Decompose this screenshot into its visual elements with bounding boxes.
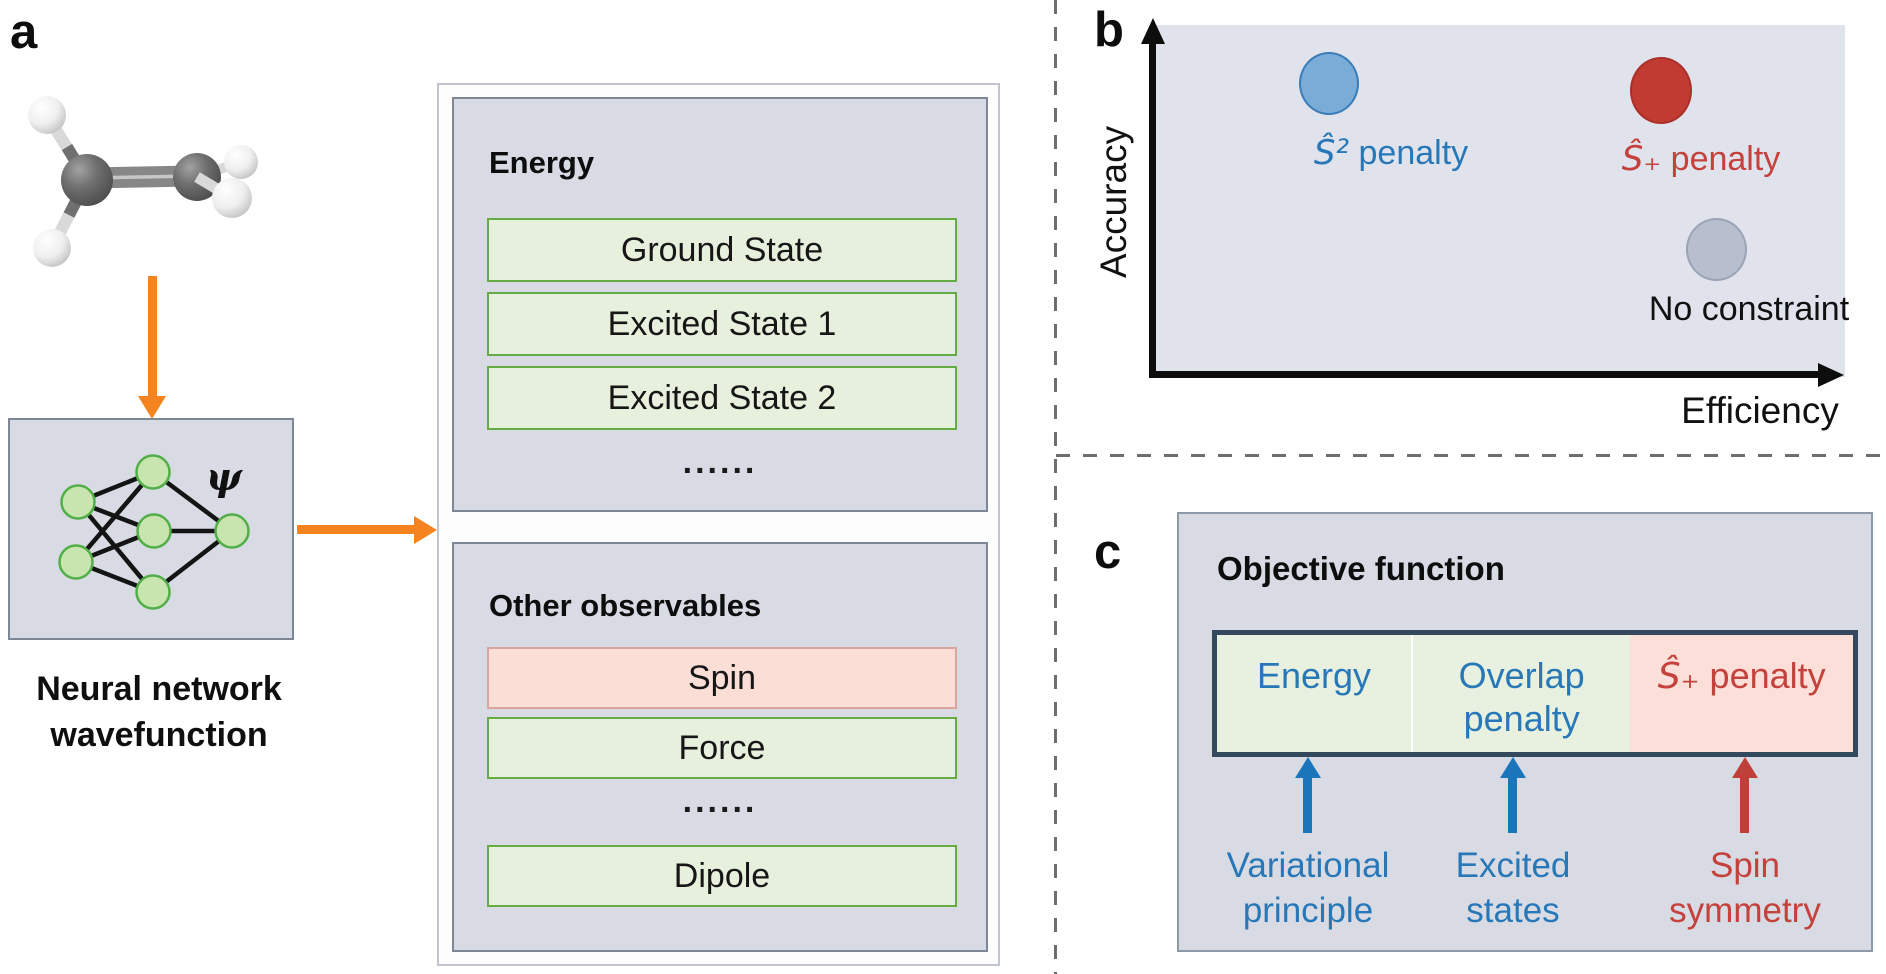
observables-row-spin: Spin [487,647,957,709]
observables-box-title: Other observables [489,588,762,623]
molecule-icon [28,96,258,267]
energy-box: Energy Ground State Excited State 1 Exci… [452,97,988,512]
nn-caption-line2: wavefunction [50,716,268,754]
arrow-down-icon [148,276,157,398]
observables-row-dipole: Dipole [487,845,957,907]
observables-box: Other observables Spin Force ...... Dipo… [452,542,988,952]
bar-segment-energy: Energy [1217,635,1411,752]
excited-arrow-icon [1500,757,1526,778]
scatter-plot-area [1152,25,1845,377]
x-axis-label: Efficiency [1681,390,1839,431]
observables-row-force: Force [487,717,957,779]
bar-segment-overlap-penalty: Overlap penalty [1410,635,1631,752]
energy-box-title: Energy [489,145,595,180]
energy-ellipsis: ...... [682,443,758,481]
spin-symmetry-note: Spin symmetry [1669,846,1821,930]
x-axis [1149,371,1819,378]
energy-row-ground-state: Ground State [487,218,957,282]
variational-arrow-icon [1295,757,1321,778]
data-point-s2-penalty [1299,52,1359,115]
neural-network-box: ψ [8,418,294,640]
objective-function-title: Objective function [1217,550,1505,587]
splus-symbol-bar: Ŝ₊ [1657,656,1700,697]
neural-network-icon [58,454,250,610]
arrow-right-head-icon [414,516,437,544]
s2-symbol: Ŝ² [1313,133,1350,173]
variational-principle-note: Variational principle [1226,846,1390,930]
excited-states-note: Excited states [1455,846,1571,930]
energy-row-excited-1: Excited State 1 [487,292,957,356]
spin-arrow-stem [1740,777,1749,833]
x-axis-arrow-icon [1818,363,1844,387]
variational-arrow-stem [1303,777,1312,833]
energy-row-excited-2: Excited State 2 [487,366,957,430]
y-axis-arrow-icon [1141,18,1165,44]
spin-arrow-icon [1732,757,1758,778]
data-point-no-constraint [1686,218,1747,281]
data-point-splus-penalty [1630,57,1692,124]
y-axis [1149,42,1156,378]
s2-penalty-label: Ŝ² penalty [1313,133,1469,173]
horizontal-dashed-divider [1056,454,1886,457]
observables-ellipsis: ...... [682,782,758,820]
no-constraint-label: No constraint [1648,290,1850,328]
splus-symbol: Ŝ₊ [1621,139,1662,179]
nn-caption: Neural network wavefunction [0,666,324,758]
panel-c-label: c [1094,525,1122,579]
panel-b-label: b [1094,3,1124,57]
splus-penalty-label: Ŝ₊ penalty [1621,139,1781,179]
panel-a-label: a [10,5,38,59]
excited-arrow-stem [1508,777,1517,833]
nn-caption-line1: Neural network [36,670,282,708]
arrow-right-icon [297,525,415,534]
y-axis-label: Accuracy [1093,125,1134,279]
vertical-dashed-divider [1054,0,1057,974]
psi-symbol: ψ [206,454,242,499]
bar-segment-spin-penalty: Ŝ₊ penalty [1630,635,1853,752]
bar-energy-label: Energy [1256,655,1372,696]
objective-function-bar: Energy Overlap penalty Ŝ₊ penalty [1212,630,1858,757]
arrow-down-head-icon [138,396,166,419]
